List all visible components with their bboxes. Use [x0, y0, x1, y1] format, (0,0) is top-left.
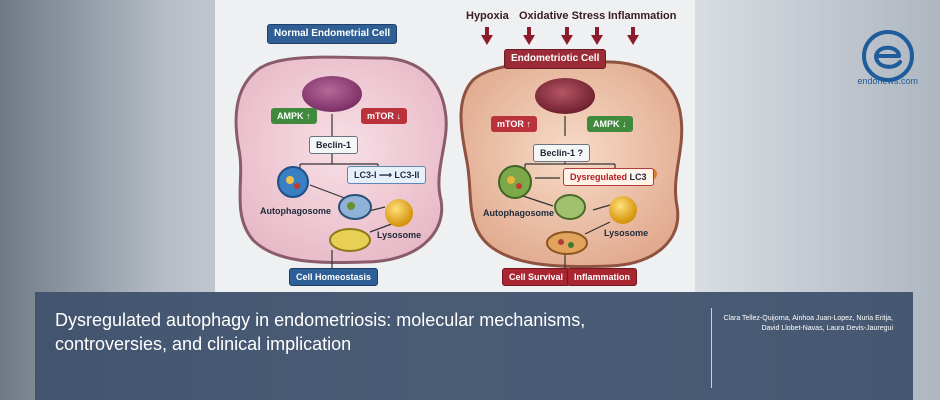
- footer-divider: [711, 308, 712, 388]
- normal-ampk-label: AMPK ↑: [271, 108, 317, 124]
- endo-phagophore: [498, 165, 532, 199]
- normal-autophagosome: [338, 194, 372, 220]
- article-authors: Clara Tellez-Quijorna, Ainhoa Juan-Lopez…: [723, 315, 893, 332]
- endo-lysosome: [609, 196, 637, 224]
- endo-autophagosome: [554, 194, 586, 220]
- autophagy-figure: Hypoxia Oxidative Stress Inflammation No…: [215, 0, 695, 292]
- down-arrow-icon: [627, 27, 639, 45]
- endo-lysosome-label: Lysosome: [604, 228, 649, 238]
- endo-autophagosome-label: Autophagosome: [483, 208, 554, 218]
- article-footer: Dysregulated autophagy in endometriosis:…: [35, 292, 913, 400]
- endo-nucleus: [535, 78, 595, 114]
- endo-ampk-label: AMPK ↓: [587, 116, 633, 132]
- normal-cell-title: Normal Endometrial Cell: [267, 24, 398, 44]
- endo-beclin-label: Beclin-1 ?: [533, 144, 591, 162]
- dysregulated-prefix: Dysregulated: [570, 172, 628, 182]
- stressor-inflammation: Inflammation: [608, 10, 677, 22]
- stressor-hypoxia: Hypoxia: [466, 10, 509, 22]
- endo-mtor-label: mTOR ↑: [491, 116, 537, 132]
- down-arrow-icon: [591, 27, 603, 45]
- cell-homeostasis-label: Cell Homeostasis: [289, 268, 379, 286]
- down-arrow-icon: [523, 27, 535, 45]
- endo-autolysosome: [546, 231, 588, 255]
- normal-autophagosome-label: Autophagosome: [260, 206, 331, 216]
- endo-cell-title: Endometriotic Cell: [504, 49, 607, 69]
- lc3-text: LC3: [629, 172, 647, 182]
- site-domain[interactable]: endonews.com: [857, 76, 918, 86]
- down-arrow-icon: [481, 27, 493, 45]
- stressor-oxidative-stress: Oxidative Stress: [519, 10, 606, 22]
- normal-mtor-label: mTOR ↓: [361, 108, 407, 124]
- cell-survival-label: Cell Survival: [502, 268, 571, 286]
- normal-autolysosome: [329, 228, 371, 252]
- normal-lc3-label: LC3-I ⟶ LC3-II: [347, 166, 427, 184]
- normal-nucleus: [302, 76, 362, 112]
- dysregulated-lc3-label: Dysregulated LC3: [563, 168, 654, 186]
- normal-lysosome-label: Lysosome: [377, 230, 422, 240]
- down-arrow-icon: [561, 27, 573, 45]
- normal-lysosome: [385, 199, 413, 227]
- inflammation-outcome-label: Inflammation: [567, 268, 638, 286]
- normal-beclin-label: Beclin-1: [309, 136, 359, 154]
- article-headline[interactable]: Dysregulated autophagy in endometriosis:…: [55, 310, 586, 354]
- endonews-logo-icon[interactable]: [858, 26, 918, 86]
